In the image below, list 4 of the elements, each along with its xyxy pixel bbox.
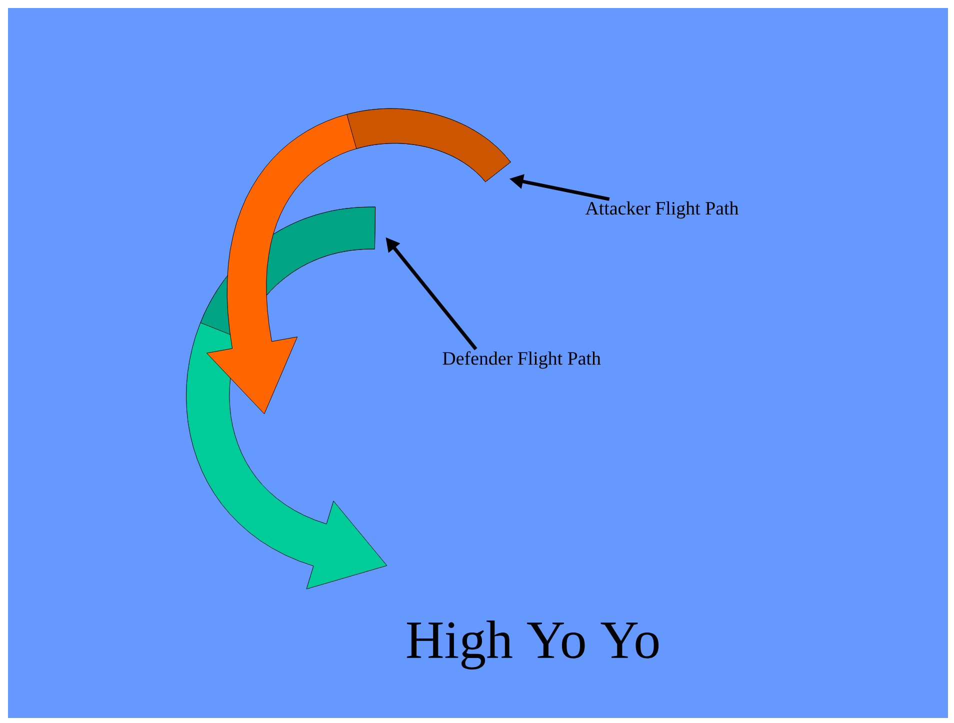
label-text: Defender Flight Path — [442, 351, 601, 369]
curved-arrow — [206, 108, 511, 414]
title: High Yo Yo — [406, 620, 659, 670]
label-text: Attacker Flight Path — [585, 201, 738, 219]
